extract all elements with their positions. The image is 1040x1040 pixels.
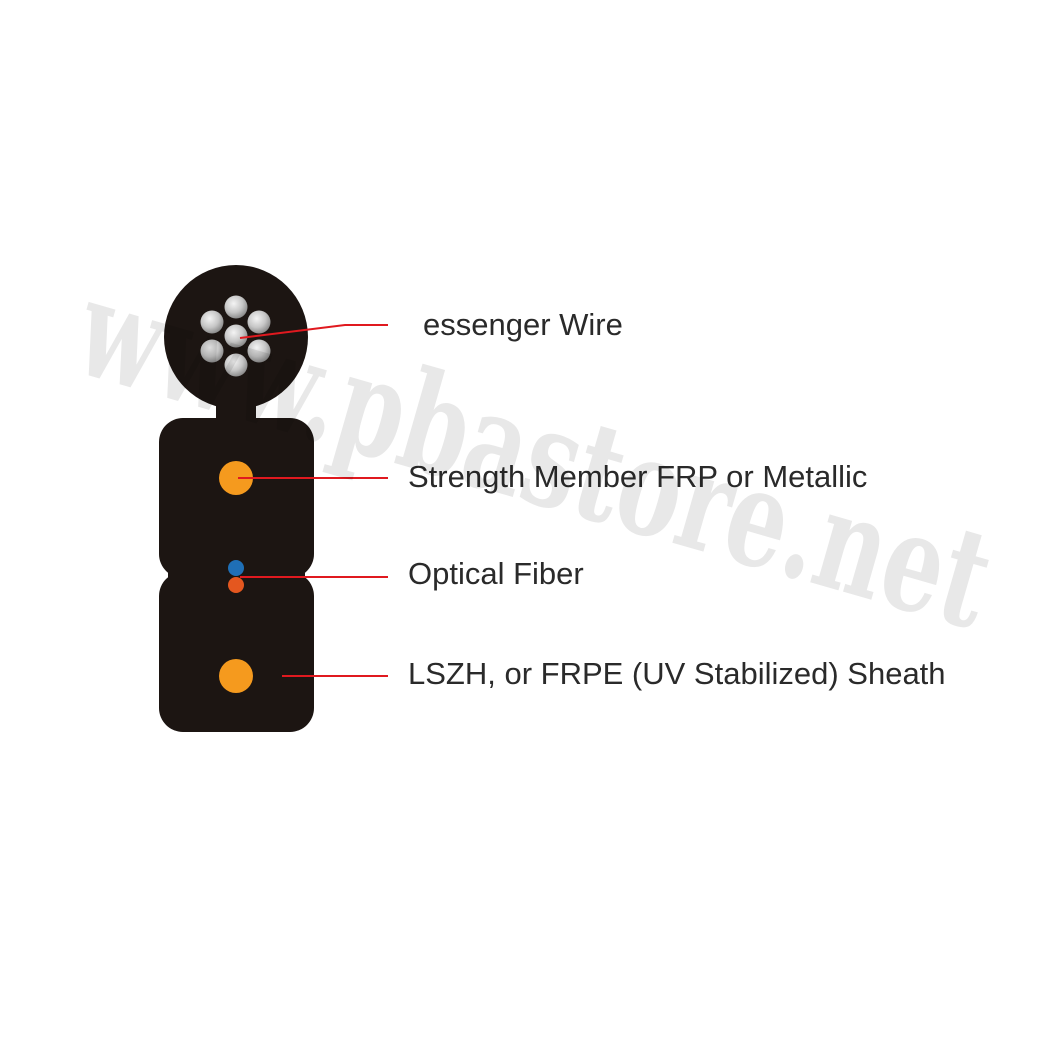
leader-lines (238, 324, 388, 677)
steel-strand (224, 295, 248, 319)
steel-strand (200, 339, 224, 363)
steel-strand (224, 353, 248, 377)
label-sheath: LSZH, or FRPE (UV Stabilized) Sheath (408, 656, 946, 691)
steel-strand (200, 310, 224, 334)
upper-sheath-lobe (159, 418, 314, 578)
strength-member-lower (219, 659, 253, 693)
lower-sheath-lobe (159, 572, 314, 732)
optical-fiber-orange (228, 577, 244, 593)
steel-strand (224, 324, 248, 348)
strength-member-upper (219, 461, 253, 495)
cable-body (159, 265, 314, 732)
label-strength-member: Strength Member FRP or Metallic (408, 459, 867, 494)
optical-fiber-blue (228, 560, 244, 576)
leader-line-messenger (239, 324, 388, 339)
messenger-steel-strands (200, 295, 271, 377)
steel-strand (247, 310, 271, 334)
label-messenger-wire: essenger Wire (423, 307, 623, 342)
steel-strand (247, 339, 271, 363)
label-optical-fiber: Optical Fiber (408, 556, 584, 591)
